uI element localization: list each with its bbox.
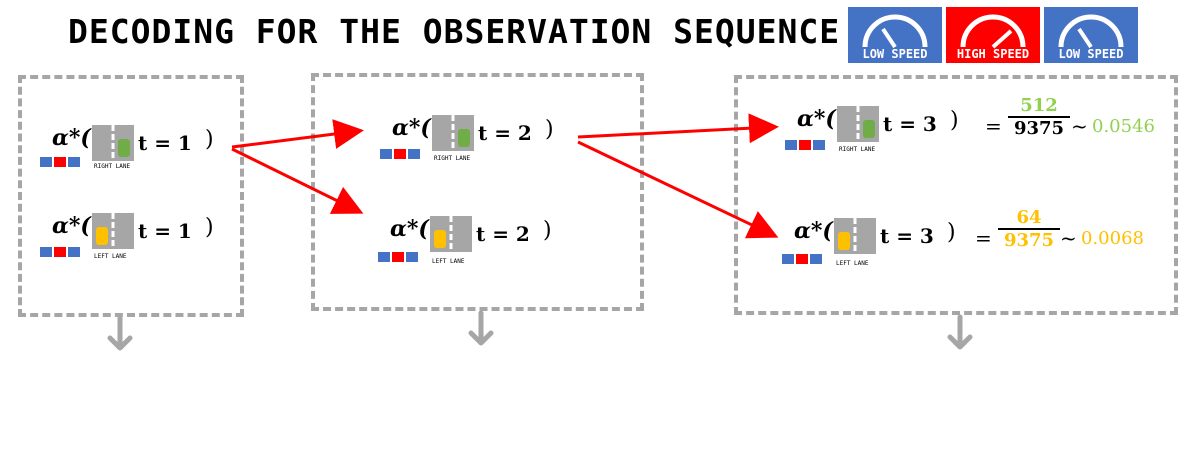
car-icon [863,120,875,138]
lane-label: LEFT LANE [94,253,127,260]
node-t1-left: α*( t = 1 ) LEFT LANE [40,213,240,261]
lane-label: LEFT LANE [432,258,465,265]
result-right-equals: = [985,114,1002,138]
result-left-numerator: 64 [1016,207,1042,228]
step-box-1 [18,75,244,317]
result-left-equals: = [975,226,992,250]
result-right-value: 0.0546 [1092,116,1155,137]
node-t2-right: α*( t = 2 ) RIGHT LANE [380,115,580,163]
lane-label: RIGHT LANE [434,155,471,162]
node-t2-left: α*( t = 2 ) LEFT LANE [378,216,578,265]
result-right-fraction: 512 9375 [1008,96,1070,140]
car-icon [838,232,850,250]
alpha-symbol: α*( [390,216,429,242]
road-icon [837,106,879,142]
alpha-symbol: α*( [52,213,91,239]
time-label: t = 2 [478,121,532,145]
observation-label-3: LOW SPEED [1058,47,1124,61]
step-box-2 [311,73,644,311]
observation-mini-icons [380,149,420,159]
close-paren: ) [205,215,214,240]
road-icon [430,216,472,252]
close-paren: ) [205,127,214,152]
result-right-numerator: 512 [1020,95,1058,116]
observation-mini-icons [378,252,418,262]
car-icon [96,227,108,245]
close-paren: ) [543,218,552,243]
down-arrow-icon [107,315,133,351]
result-left-value: 0.0068 [1081,228,1144,249]
down-arrow-icon [947,314,973,350]
time-label: t = 3 [883,112,937,136]
observation-label-2: HIGH SPEED [956,47,1030,61]
road-icon [834,218,876,254]
observation-mini-icons [40,247,80,257]
observation-mini-icons [785,140,825,150]
observation-badge-2: HIGH SPEED [946,7,1040,63]
fraction-bar [1008,116,1070,118]
road-icon [92,213,134,249]
lane-label: RIGHT LANE [839,146,876,153]
result-left-approx: ~ [1060,226,1077,250]
close-paren: ) [950,108,959,133]
node-t3-left: α*( t = 3 ) LEFT LANE [782,218,982,267]
alpha-symbol: α*( [797,106,836,132]
diagram-title: DECODING FOR THE OBSERVATION SEQUENCE [68,12,841,51]
speedometer-icon [848,7,942,63]
down-arrow-icon [468,310,494,346]
result-left-denominator: 9375 [1003,230,1055,251]
road-icon [432,115,474,151]
time-label: t = 3 [880,224,934,248]
alpha-symbol: α*( [52,125,91,151]
speedometer-icon [946,7,1040,63]
speedometer-icon [1044,7,1138,63]
node-t1-right: α*( t = 1 ) RIGHT LANE [40,125,240,173]
close-paren: ) [545,117,554,142]
close-paren: ) [947,220,956,245]
time-label: t = 2 [476,222,530,246]
lane-label: LEFT LANE [836,260,869,267]
road-icon [92,125,134,161]
observation-mini-icons [782,254,822,264]
time-label: t = 1 [138,219,192,243]
fraction-bar [998,228,1060,230]
alpha-symbol: α*( [392,115,431,141]
observation-badge-3: LOW SPEED [1044,7,1138,63]
car-icon [434,230,446,248]
alpha-symbol: α*( [794,218,833,244]
result-left-fraction: 64 9375 [998,208,1060,252]
node-t3-right: α*( t = 3 ) RIGHT LANE [785,106,985,154]
result-right-approx: ~ [1071,114,1088,138]
observation-badge-1: LOW SPEED [848,7,942,63]
car-icon [458,129,470,147]
time-label: t = 1 [138,131,192,155]
result-right-denominator: 9375 [1013,118,1065,139]
observation-label-1: LOW SPEED [862,47,928,61]
lane-label: RIGHT LANE [94,163,131,170]
car-icon [118,139,130,157]
observation-mini-icons [40,157,80,167]
